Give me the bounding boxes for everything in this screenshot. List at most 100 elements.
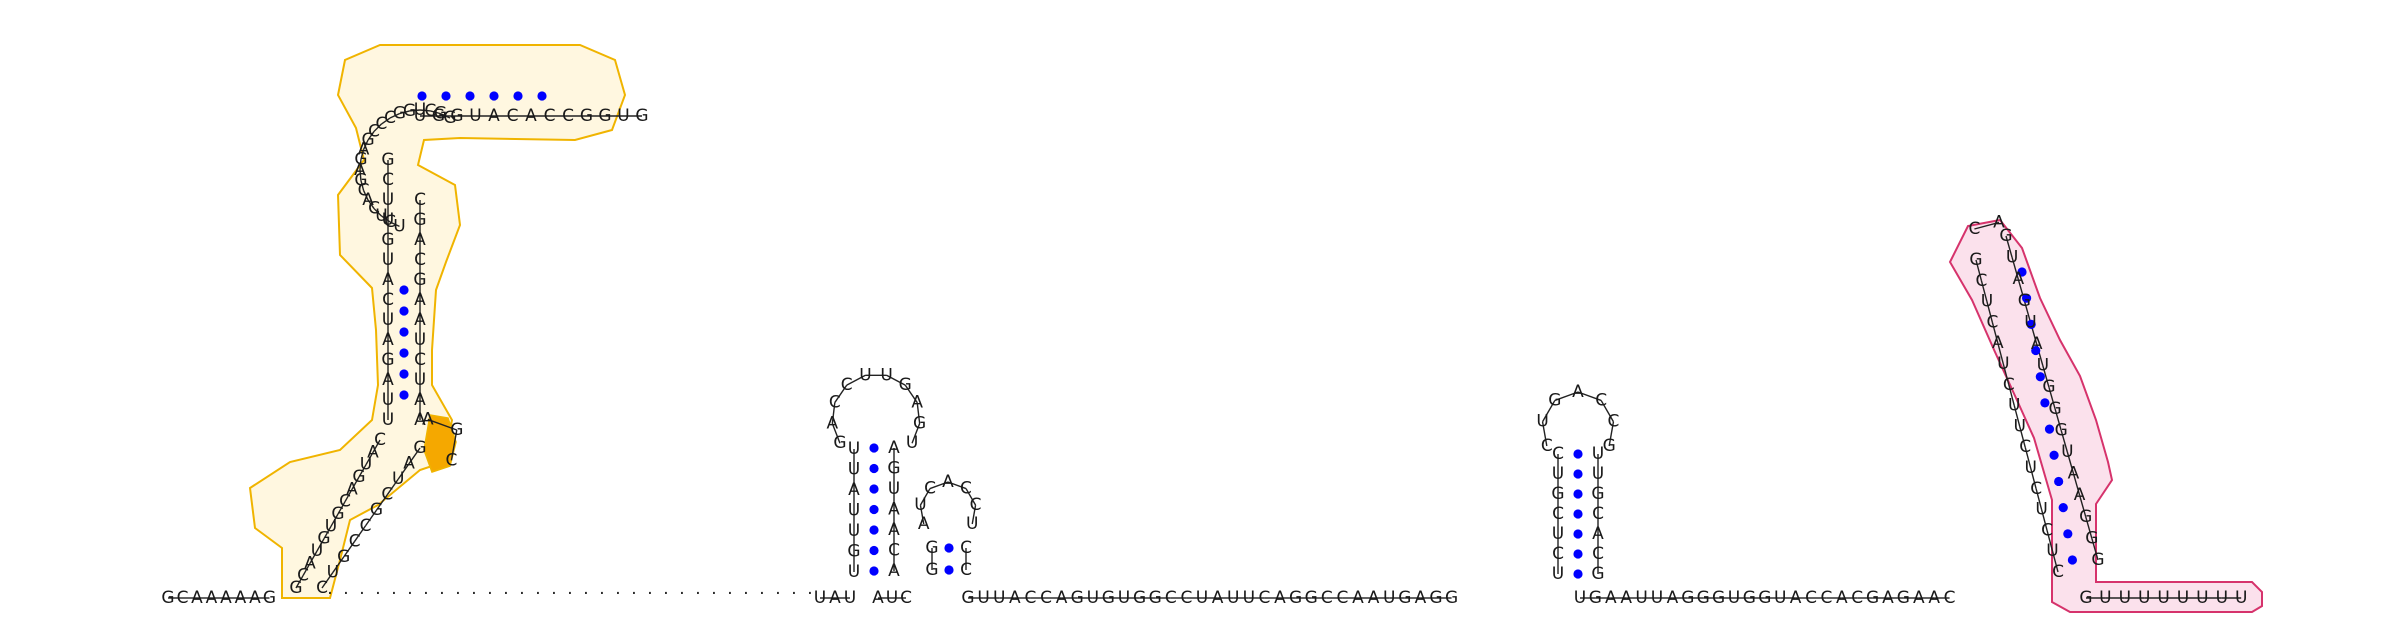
fold-loop-nucleotide: G: [361, 130, 374, 150]
linker-nucleotide: G: [1589, 588, 1602, 608]
linker-nucleotide: C: [900, 588, 912, 608]
fold-nucleotide: A: [525, 106, 537, 126]
base-pair-dot: [465, 91, 475, 101]
terminator-nucleotide: U: [2008, 396, 2020, 416]
base-pair-dot: [2026, 319, 2036, 329]
base-pair-dot: [944, 543, 954, 553]
fold-nucleotide: U: [360, 455, 372, 475]
gap-dot: ·: [551, 584, 556, 604]
backbone-segment: [358, 464, 367, 478]
backbone-segment: [321, 572, 334, 589]
backbone-segment: [2046, 530, 2054, 552]
hairpin3-loop-nucleotide: C: [1541, 436, 1553, 456]
linker-nucleotide: C: [1024, 588, 1036, 608]
fold-nucleotide: C: [414, 190, 426, 210]
backbone-segment: [354, 525, 367, 542]
fold-nucleotide: A: [414, 410, 426, 430]
fold-nucleotide: A: [304, 553, 316, 573]
hairpin3-nucleotide: U: [1552, 524, 1564, 544]
backbone-segment: [332, 556, 345, 573]
base-pair-dot: [399, 306, 409, 316]
hairpin1-loop-nucleotide: C: [829, 393, 841, 413]
fold-nucleotide: A: [488, 106, 500, 126]
hairpin1-nucleotide: A: [888, 438, 900, 458]
fold-nucleotide: G: [381, 150, 394, 170]
terminator-nucleotide: A: [2068, 464, 2080, 484]
linker-nucleotide: C: [1165, 588, 1177, 608]
tail-nucleotide: G: [2079, 588, 2092, 608]
linker-nucleotide: G: [1071, 588, 1084, 608]
terminator-loop-nucleotide: C: [1968, 219, 1980, 239]
hairpin3-loop-nucleotide: G: [1548, 390, 1561, 410]
linker-nucleotide: A: [1274, 588, 1286, 608]
fold-nucleotide: C: [316, 578, 328, 598]
backbone-segment: [2035, 488, 2043, 510]
fold-loop-nucleotide: U: [393, 216, 405, 236]
fold-nucleotide: A: [367, 442, 379, 462]
pink-region-outline: [1948, 218, 2263, 613]
linker-nucleotide: U: [1651, 588, 1663, 608]
hairpin2-nucleotide: C: [960, 560, 972, 580]
backbone-segment: [389, 112, 400, 119]
base-pair-dot: [399, 285, 409, 295]
gap-dot: ·: [631, 584, 636, 604]
leader-nucleotide: A: [249, 588, 261, 608]
base-pair-dot: [2040, 398, 2050, 408]
fold-nucleotide: A: [403, 454, 415, 474]
leader-nucleotide: G: [263, 588, 276, 608]
hairpin3-nucleotide: C: [1552, 444, 1564, 464]
fold-loop-nucleotide: C: [368, 121, 380, 141]
backbone-segment: [916, 402, 921, 424]
hairpin1-loop-nucleotide: G: [913, 414, 926, 434]
terminator-nucleotide: A: [2074, 485, 2086, 505]
fold-nucleotide: U: [382, 210, 394, 230]
leader-nucleotide: A: [235, 588, 247, 608]
terminator-nucleotide: U: [2061, 442, 2073, 462]
gap-dot: ·: [695, 584, 700, 604]
fold-nucleotide: U: [469, 106, 481, 126]
backbone-segment: [2066, 451, 2075, 474]
leader-nucleotide: A: [191, 588, 203, 608]
linker-nucleotide: A: [1056, 588, 1068, 608]
base-pair-dot: [1573, 449, 1583, 459]
linker-nucleotide: U: [1243, 588, 1255, 608]
fold-nucleotide: U: [382, 310, 394, 330]
terminator-loop-nucleotide: A: [1993, 212, 2005, 232]
fold-nucleotide: G: [317, 529, 330, 549]
gap-dot: ·: [503, 584, 508, 604]
linker-nucleotide: C: [1258, 588, 1270, 608]
hairpin1-nucleotide: C: [888, 541, 900, 561]
linker-nucleotide: U: [1635, 588, 1647, 608]
base-pair-dot: [399, 327, 409, 337]
base-pair-dot: [489, 91, 499, 101]
hairpin1-nucleotide: A: [848, 480, 860, 500]
hairpin2-loop-nucleotide: U: [966, 514, 978, 534]
base-pair-dot: [2017, 267, 2027, 277]
backbone-segment: [367, 199, 375, 209]
backbone-segment: [2085, 516, 2093, 539]
base-pair-dot: [417, 91, 427, 101]
base-pair-dot: [2035, 372, 2045, 382]
backbone-segment: [408, 447, 421, 464]
leader-nucleotide: C: [177, 588, 189, 608]
terminator-nucleotide: G: [2085, 528, 2098, 548]
linker-nucleotide: A: [1009, 588, 1021, 608]
fold-nucleotide: A: [414, 230, 426, 250]
terminator-nucleotide: A: [2012, 269, 2024, 289]
fold-nucleotide: G: [598, 106, 611, 126]
backbone-segment: [381, 215, 391, 223]
base-pair-dot: [2044, 424, 2055, 434]
hairpin2-loop-nucleotide: A: [918, 514, 930, 534]
terminator-nucleotide: U: [2006, 248, 2018, 268]
hairpin3-nucleotide: C: [1552, 544, 1564, 564]
linker-nucleotide: G: [1149, 588, 1162, 608]
gap-dot: ·: [343, 584, 348, 604]
hairpin2-loop-nucleotide: A: [942, 472, 954, 492]
terminator-nucleotide: U: [2046, 541, 2058, 561]
fold-nucleotide: U: [382, 410, 394, 430]
gap-dot: ·: [423, 584, 428, 604]
terminator-nucleotide: G: [1969, 250, 1982, 270]
backbone-segment: [343, 540, 356, 558]
orange-highlight: [423, 414, 457, 473]
fold-nucleotide: A: [414, 390, 426, 410]
